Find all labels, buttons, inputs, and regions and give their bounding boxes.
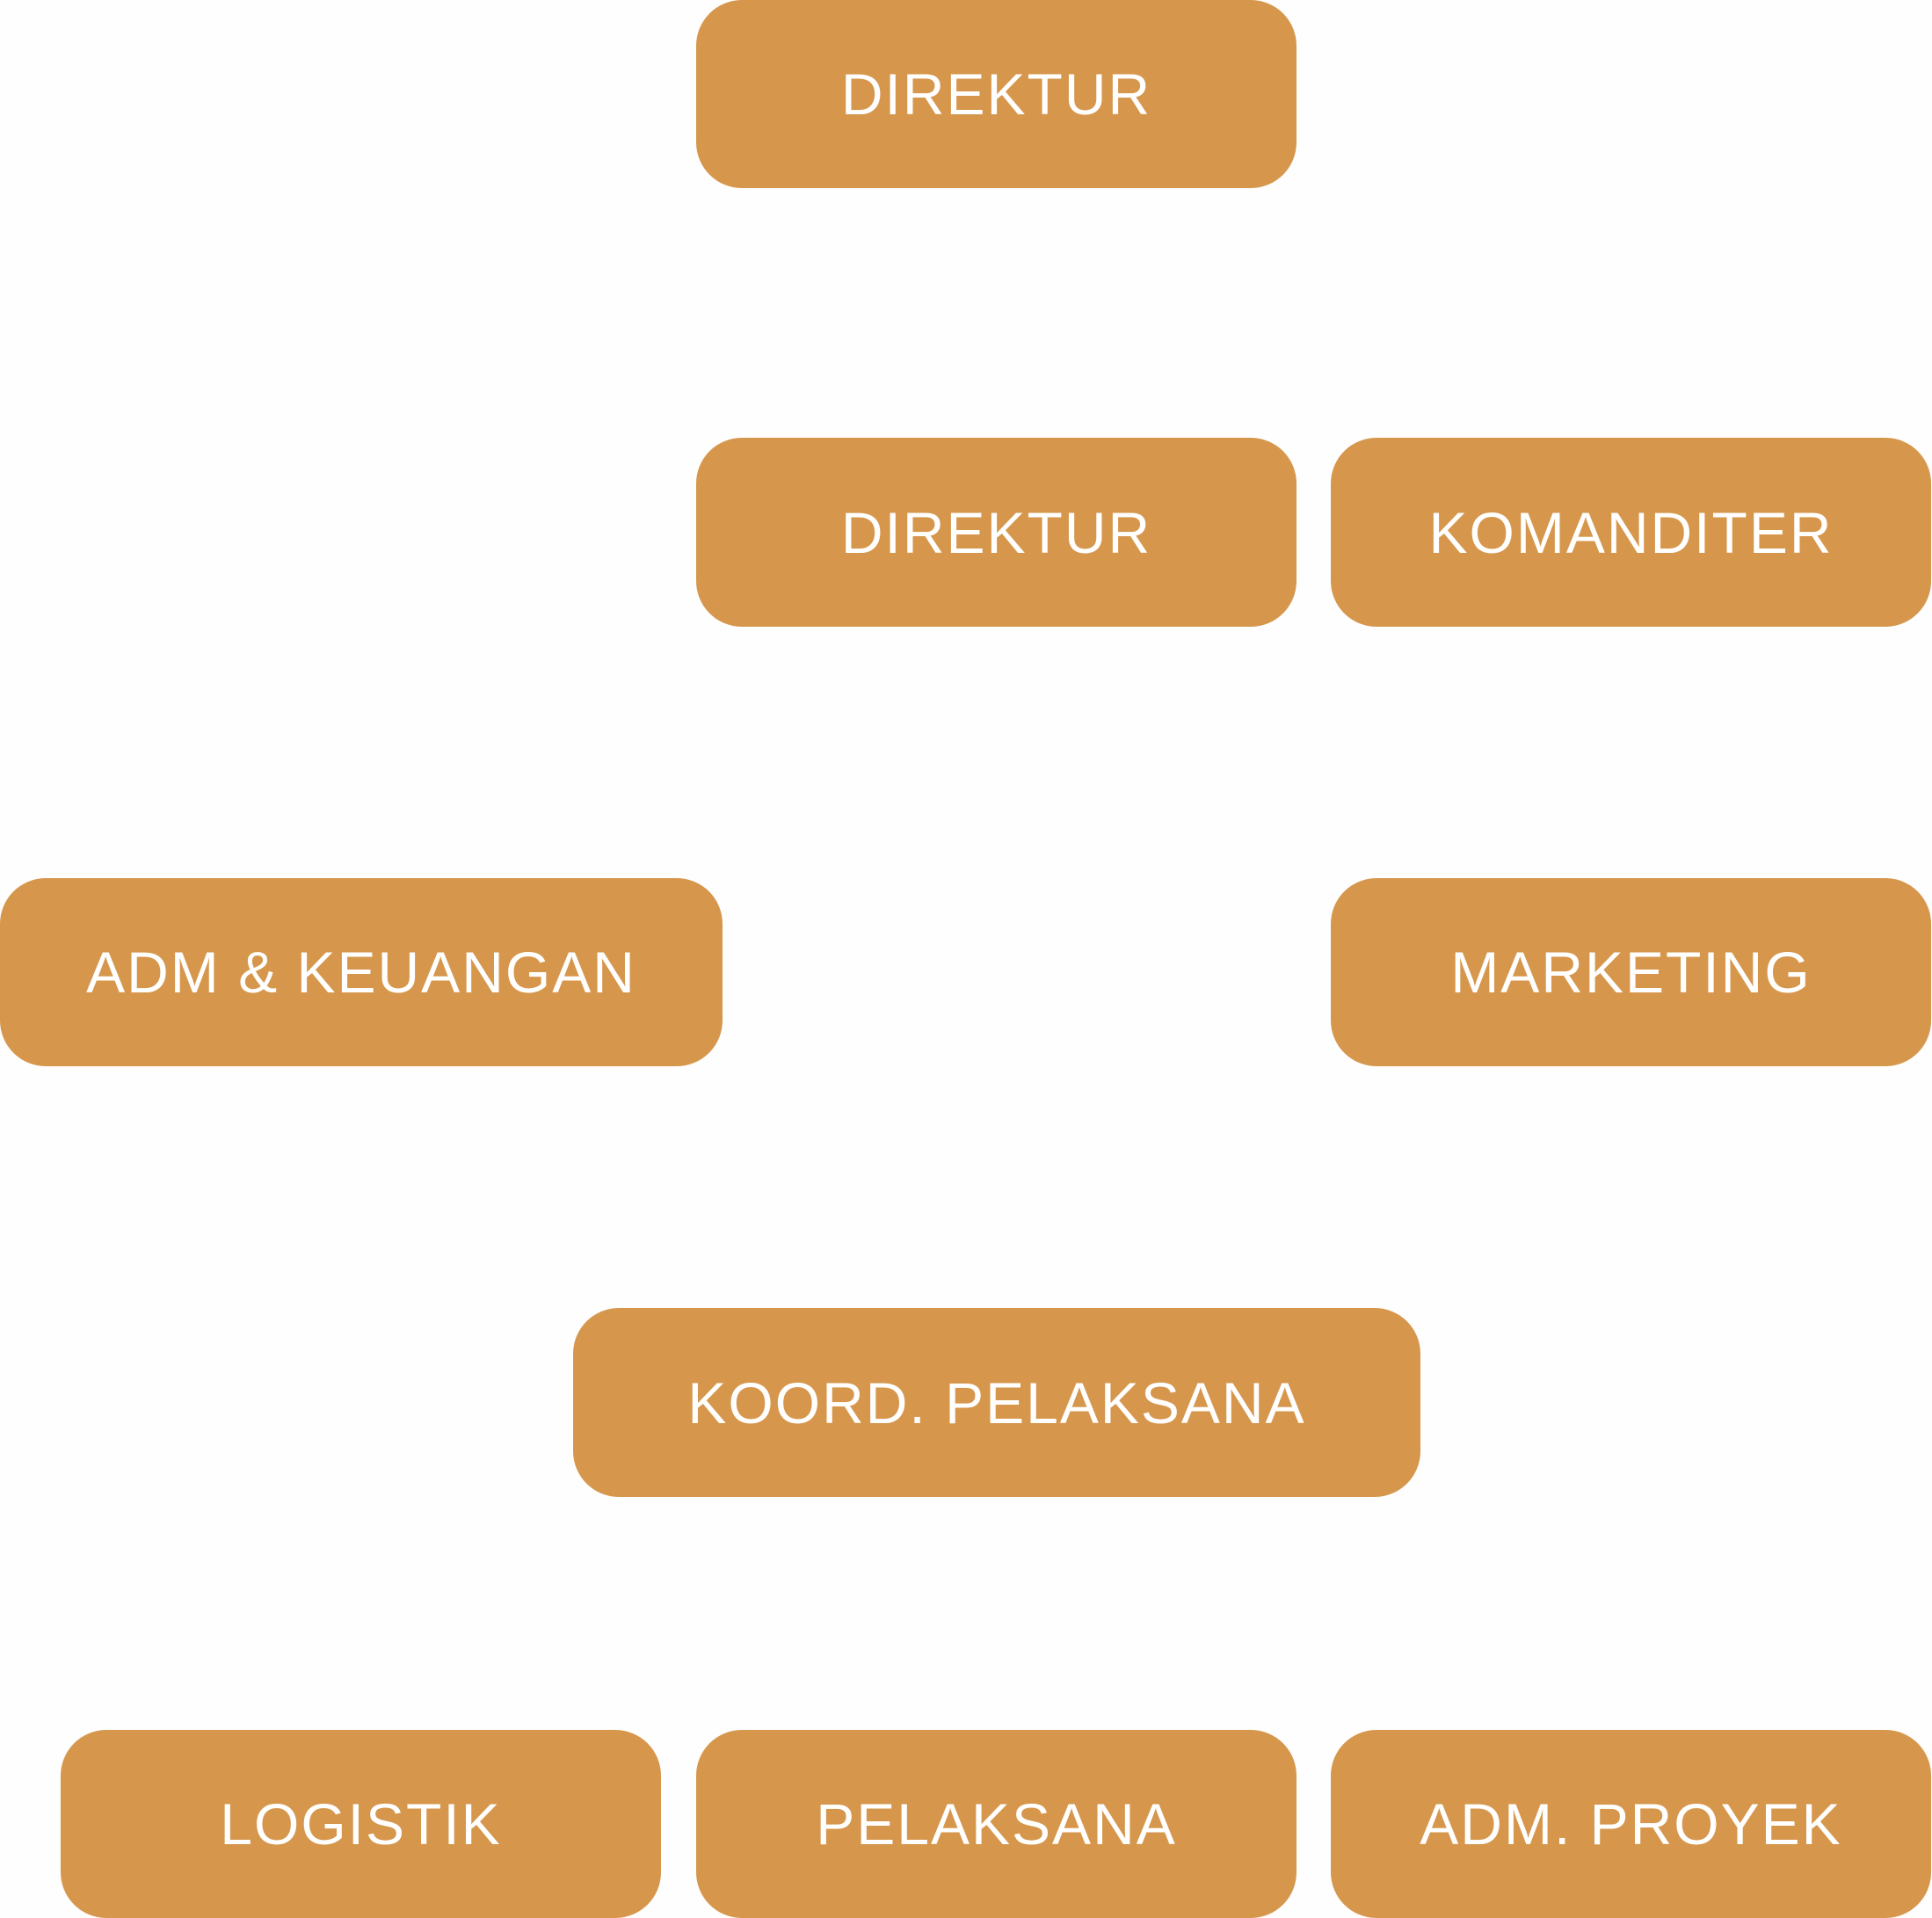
direktur-top-box: DIREKTUR (696, 0, 1296, 188)
koord-pelaksana-box: KOORD. PELAKSANA (573, 1308, 1420, 1497)
pelaksana-label: PELAKSANA (816, 1791, 1177, 1856)
komanditer-box: KOMANDITER (1331, 438, 1931, 627)
adm-proyek-box: ADM. PROYEK (1331, 1730, 1931, 1918)
direktur-top-label: DIREKTUR (840, 62, 1152, 127)
komanditer-label: KOMANDITER (1428, 499, 1834, 565)
marketing-label: MARKETING (1450, 940, 1812, 1005)
pelaksana-box: PELAKSANA (696, 1730, 1296, 1918)
adm-keuangan-label: ADM & KEUANGAN (86, 940, 636, 1005)
koord-pelaksana-label: KOORD. PELAKSANA (687, 1369, 1306, 1435)
marketing-box: MARKETING (1331, 878, 1931, 1066)
direktur-label: DIREKTUR (840, 499, 1152, 565)
logistik-label: LOGISTIK (220, 1791, 502, 1856)
adm-proyek-label: ADM. PROYEK (1420, 1791, 1842, 1856)
logistik-box: LOGISTIK (61, 1730, 661, 1918)
direktur-box: DIREKTUR (696, 438, 1296, 627)
adm-keuangan-box: ADM & KEUANGAN (0, 878, 723, 1066)
